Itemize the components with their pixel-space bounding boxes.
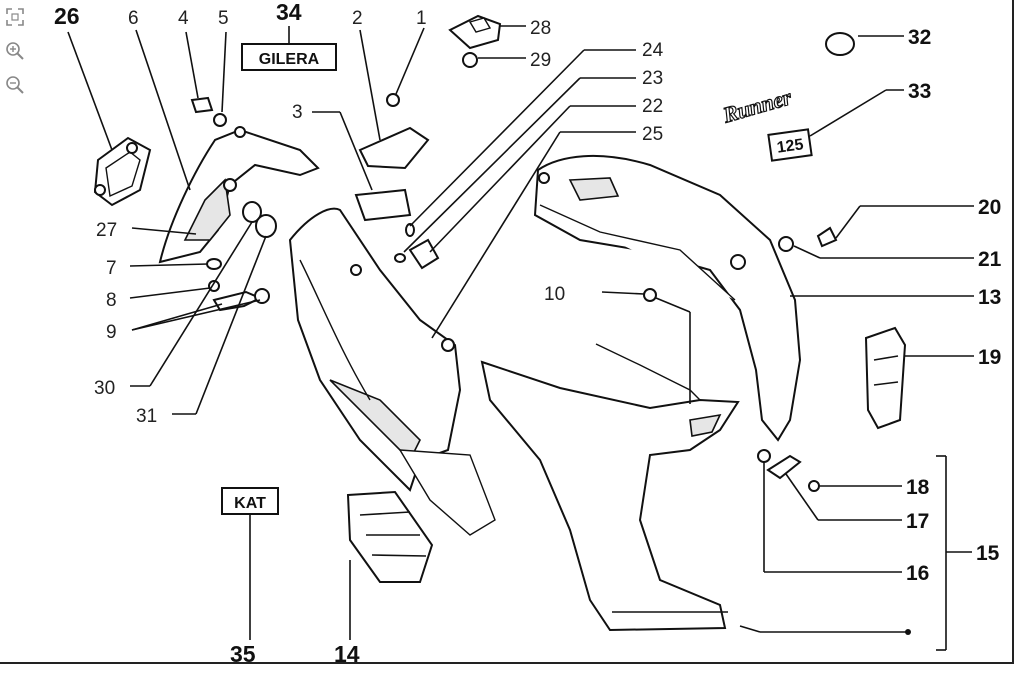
badge-125-text: 125 <box>776 136 805 157</box>
exploded-parts-diagram: GILERA KAT 125 Runner <box>54 0 1002 664</box>
callout-9: 9 <box>106 322 117 343</box>
callout-26: 26 <box>54 3 80 29</box>
callout-31: 31 <box>136 406 157 427</box>
callout-34: 34 <box>276 0 302 25</box>
part-25-front-shield <box>288 207 496 536</box>
part-10-clip <box>643 288 657 302</box>
callout-33: 33 <box>908 80 931 103</box>
callout-4: 4 <box>178 8 189 29</box>
part-28-29-mount <box>448 14 502 68</box>
callout-30: 30 <box>94 378 115 399</box>
callout-23: 23 <box>642 68 663 89</box>
callout-8: 8 <box>106 290 117 311</box>
callout-10: 10 <box>544 284 565 305</box>
callout-29: 29 <box>530 50 551 71</box>
callout-22: 22 <box>642 96 663 117</box>
callout-25: 25 <box>642 124 663 145</box>
callout-35: 35 <box>230 641 256 664</box>
diagram-frame <box>0 0 1014 664</box>
callout-14: 14 <box>334 641 360 664</box>
fit-icon[interactable] <box>4 6 26 28</box>
callout-3: 3 <box>292 102 303 123</box>
leader-lines <box>67 25 974 651</box>
callout-16: 16 <box>906 562 929 585</box>
part-13-side-panel <box>533 155 802 442</box>
zoom-in-icon[interactable] <box>4 40 26 62</box>
kat-tag-text: KAT <box>234 495 266 512</box>
part-4-5-bolts <box>190 96 246 138</box>
callout-20: 20 <box>978 196 1001 219</box>
callout-5: 5 <box>218 8 229 29</box>
callout-2: 2 <box>352 8 363 29</box>
gilera-tag: GILERA <box>241 43 337 71</box>
part-15-leg-shield <box>480 343 740 632</box>
part-small-hardware <box>206 201 277 312</box>
part-26-bracket <box>93 136 152 207</box>
callout-7: 7 <box>106 258 117 279</box>
gilera-tag-text: GILERA <box>259 51 320 68</box>
part-2-3-plates <box>354 93 430 222</box>
part-16-18-small <box>757 449 820 492</box>
callout-27: 27 <box>96 220 117 241</box>
callout-21: 21 <box>978 248 1002 271</box>
callout-6: 6 <box>128 8 139 29</box>
callout-labels: 26 6 4 5 34 2 1 3 28 29 24 23 22 25 32 3… <box>54 0 1002 664</box>
callout-32: 32 <box>908 26 931 49</box>
callout-17: 17 <box>906 510 929 533</box>
callout-13: 13 <box>978 286 1001 309</box>
badge-125: 125 <box>767 128 813 162</box>
runner-logo-text: Runner <box>719 84 794 128</box>
kat-tag: KAT <box>221 487 279 515</box>
viewer-toolbar <box>4 6 30 108</box>
runner-logo: Runner <box>719 32 855 128</box>
part-19-reflector <box>864 326 907 430</box>
callout-1: 1 <box>416 8 427 29</box>
callout-24: 24 <box>642 40 664 61</box>
callout-18: 18 <box>906 476 930 499</box>
part-22-24-fasteners <box>394 223 440 270</box>
part-14-grille <box>346 490 434 583</box>
callout-19: 19 <box>978 346 1001 369</box>
callout-15: 15 <box>976 542 1000 565</box>
zoom-out-icon[interactable] <box>4 74 26 96</box>
part-20-21-screws <box>778 226 838 252</box>
callout-28: 28 <box>530 18 551 39</box>
